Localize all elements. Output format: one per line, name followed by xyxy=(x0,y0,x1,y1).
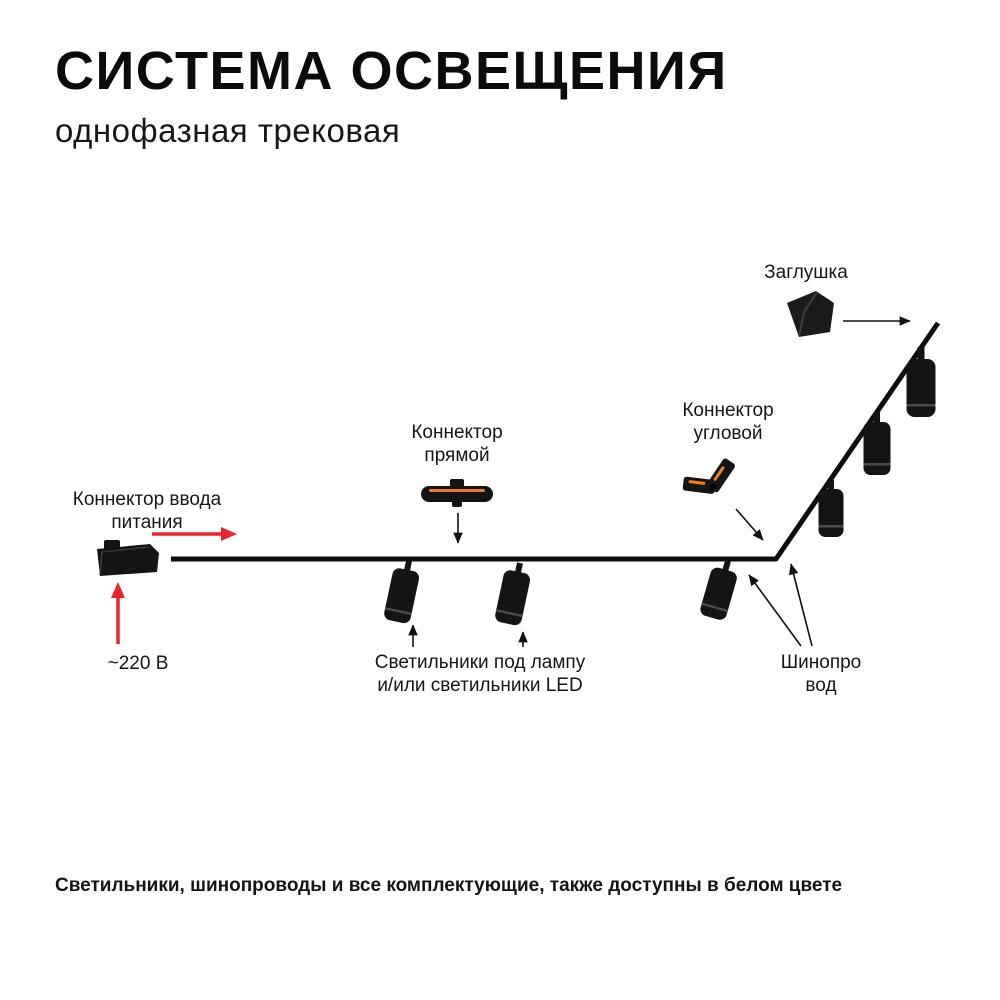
label-corner-connector: Коннектор угловой xyxy=(682,399,773,445)
track-rail xyxy=(171,321,941,562)
label-lights: Светильники под лампу и/или светильники … xyxy=(375,651,585,697)
track-light-icon xyxy=(863,412,891,475)
corner-connector-icon xyxy=(682,458,735,494)
page-title: СИСТЕМА ОСВЕЩЕНИЯ xyxy=(55,41,728,101)
label-straight-connector: Коннектор прямой xyxy=(411,421,502,467)
footer-note: Светильники, шинопроводы и все комплекту… xyxy=(55,875,843,896)
label-busbar: Шинопро вод xyxy=(781,651,862,697)
label-endcap: Заглушка xyxy=(764,261,848,284)
label-power-connector: Коннектор ввода питания xyxy=(73,488,221,534)
label-lights-line2: и/или светильники LED xyxy=(377,675,583,696)
label-corner-connector-line1: Коннектор xyxy=(682,400,774,421)
straight-connector-icon xyxy=(421,479,493,507)
pointer-arrow-icon xyxy=(788,563,813,647)
label-straight-connector-line2: прямой xyxy=(424,445,490,466)
page-subtitle: однофазная трековая xyxy=(55,112,401,149)
track-light-icon xyxy=(495,562,531,626)
track-light-icon xyxy=(700,560,737,620)
label-power-connector-line2: питания xyxy=(111,512,183,533)
power-feed-connector-icon xyxy=(97,540,159,576)
label-power-connector-line1: Коннектор ввода xyxy=(72,489,222,510)
label-voltage: ~220 В xyxy=(108,652,169,675)
red-direction-arrow-icon xyxy=(111,582,125,644)
track-light-icon xyxy=(384,560,420,624)
pointer-arrow-icon xyxy=(748,574,802,647)
label-endcap-text: Заглушка xyxy=(764,262,848,283)
track-light-icon xyxy=(906,347,936,417)
end-cap-icon xyxy=(787,291,834,337)
pointer-arrow-icon xyxy=(735,508,764,541)
label-busbar-line1: Шинопро xyxy=(780,652,862,673)
label-straight-connector-line1: Коннектор xyxy=(411,422,503,443)
label-busbar-line2: вод xyxy=(805,675,837,696)
track-light-icon xyxy=(818,480,844,537)
label-voltage-text: ~220 В xyxy=(107,653,169,674)
red-direction-arrow-icon xyxy=(152,527,237,541)
label-lights-line1: Светильники под лампу xyxy=(374,652,586,673)
label-corner-connector-line2: угловой xyxy=(693,423,763,444)
